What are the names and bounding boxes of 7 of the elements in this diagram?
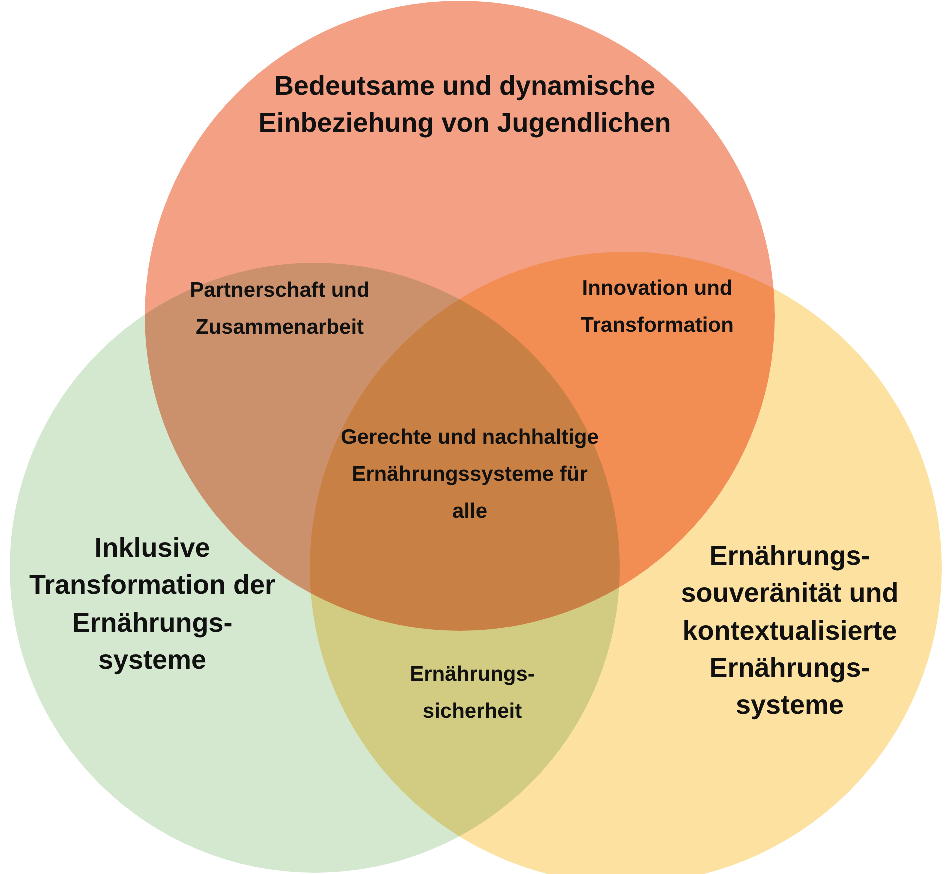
overlap-label: Gerechte und nachhaltige Ernährungssysteme für alle <box>340 425 600 524</box>
circle-heading: Ernährungs- souveränität und kontextualisierte Ernährungs- systeme <box>680 540 900 722</box>
overlap-label: Ernährungs- sicherheit <box>409 662 536 725</box>
circle-heading: Bedeutsame und dynamische Einbeziehung von Jugendlichen <box>258 70 672 140</box>
circle-heading: Inklusive Transformation der Ernährungs- systeme <box>28 532 277 677</box>
overlap-label: Partnerschaft und Zusammenarbeit <box>189 278 371 341</box>
overlap-label: Innovation und Transformation <box>580 276 735 339</box>
